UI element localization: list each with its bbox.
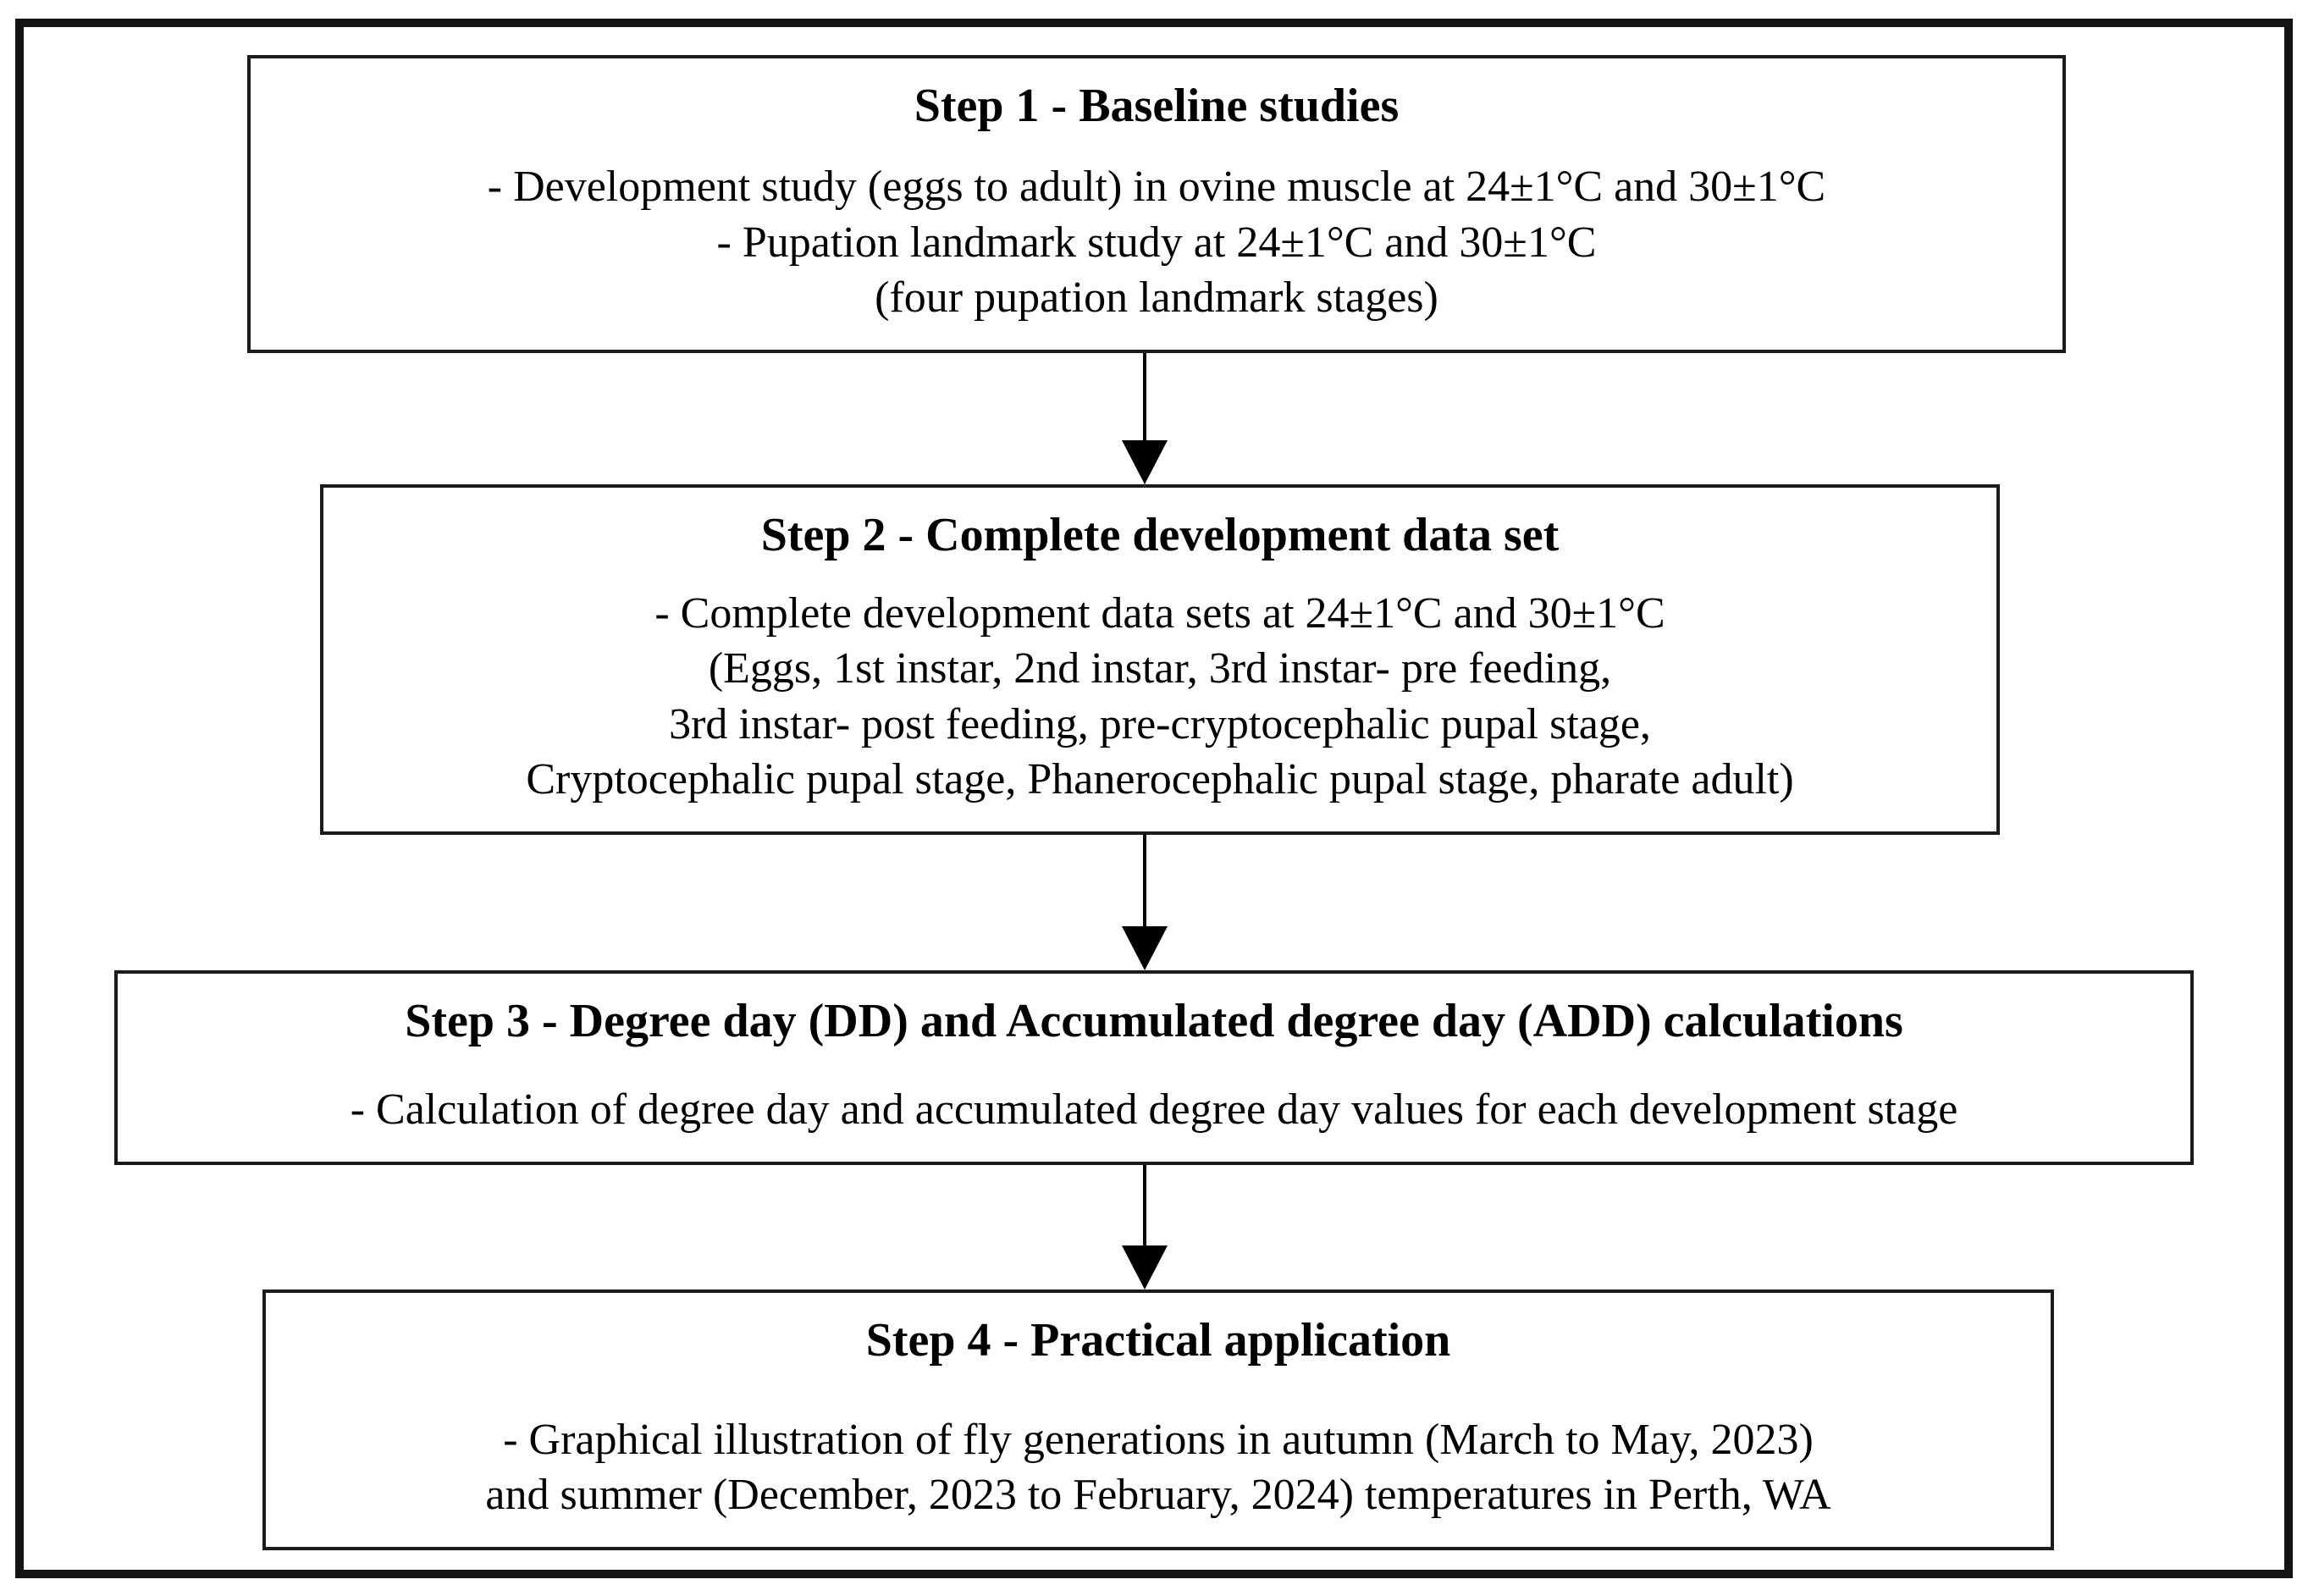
step-3-line-1: - Calculation of degree day and accumula… (350, 1085, 1958, 1135)
arrow-step2-to-step3 (1119, 835, 1170, 970)
step-4-title: Step 4 - Practical application (865, 1314, 1451, 1367)
arrow-shaft (1143, 835, 1146, 928)
step-1-line-2: - Pupation landmark study at 24±1°C and … (716, 218, 1597, 267)
step-3-box: Step 3 - Degree day (DD) and Accumulated… (114, 970, 2194, 1165)
step-2-box: Step 2 - Complete development data set -… (320, 484, 2000, 835)
step-2-title: Step 2 - Complete development data set (760, 509, 1560, 561)
step-4-line-2: and summer (December, 2023 to February, … (485, 1471, 1831, 1520)
step-1-line-1: - Development study (eggs to adult) in o… (487, 163, 1826, 212)
arrow-down-icon (1122, 1245, 1168, 1290)
step-4-body: - Graphical illustration of fly generati… (485, 1412, 1830, 1523)
step-2-line-1: - Complete development data sets at 24±1… (654, 588, 1665, 638)
step-1-body: - Development study (eggs to adult) in o… (488, 159, 1825, 326)
step-1-title: Step 1 - Baseline studies (914, 80, 1400, 132)
arrow-shaft (1143, 353, 1146, 442)
step-4-box: Step 4 - Practical application - Graphic… (262, 1290, 2054, 1550)
arrow-step3-to-step4 (1119, 1165, 1170, 1290)
arrow-down-icon (1122, 926, 1168, 970)
step-2-line-3: 3rd instar- post feeding, pre-cryptoceph… (669, 699, 1651, 748)
arrow-step1-to-step2 (1119, 353, 1170, 484)
step-3-title: Step 3 - Degree day (DD) and Accumulated… (405, 995, 1903, 1047)
step-2-body: - Complete development data sets at 24±1… (526, 586, 1793, 808)
step-1-line-3: (four pupation landmark stages) (875, 273, 1438, 323)
arrow-down-icon (1122, 440, 1168, 484)
step-4-line-1: - Graphical illustration of fly generati… (503, 1415, 1814, 1464)
step-1-box: Step 1 - Baseline studies - Development … (247, 55, 2066, 353)
step-2-line-2: (Eggs, 1st instar, 2nd instar, 3rd insta… (708, 644, 1612, 693)
step-2-line-4: Cryptocephalic pupal stage, Phanerocepha… (526, 755, 1794, 804)
step-3-body: - Calculation of degree day and accumula… (351, 1082, 1958, 1138)
arrow-shaft (1143, 1165, 1146, 1247)
